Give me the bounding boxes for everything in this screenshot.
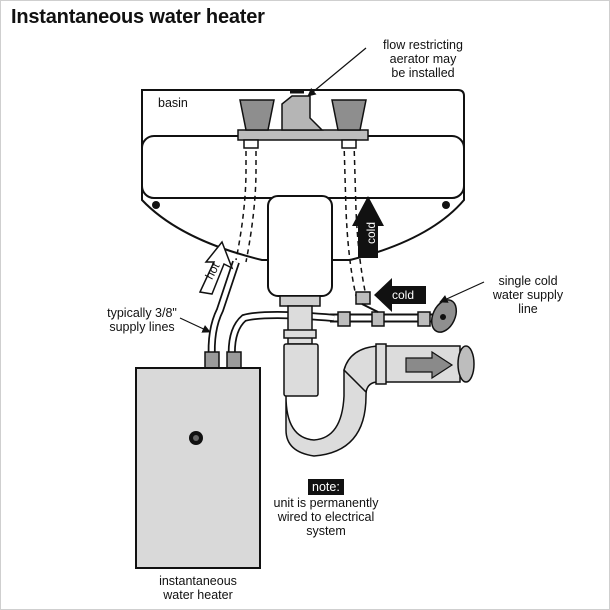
drain-tailpiece bbox=[267, 195, 333, 297]
heater-caption-line-1: instantaneous bbox=[159, 574, 237, 588]
faucet bbox=[237, 90, 369, 141]
aerator-line-1: flow restricting bbox=[383, 38, 463, 52]
mounting-hole-right bbox=[442, 201, 450, 209]
cold-supply-line-3: line bbox=[518, 302, 538, 316]
cold-riser-label: cold bbox=[364, 221, 379, 245]
supply-lines-line-2: supply lines bbox=[109, 320, 175, 334]
mounting-hole-left bbox=[152, 201, 160, 209]
aerator-callout: flow restricting aerator may be installe… bbox=[368, 38, 478, 80]
cold-supply-callout: single cold water supply line bbox=[478, 274, 578, 316]
cold-riser-arrow-icon bbox=[352, 196, 384, 258]
shutoff-valve-icon bbox=[430, 299, 458, 333]
cold-inlet-label: cold bbox=[392, 288, 415, 302]
cold-supply-line-1: single cold bbox=[498, 274, 558, 288]
supply-lines-callout: typically 3/8" supply lines bbox=[94, 306, 190, 334]
note-text: unit is permanently wired to electrical … bbox=[264, 496, 388, 538]
drain-flow-arrow-icon bbox=[405, 350, 454, 380]
leader-lines bbox=[179, 47, 485, 333]
note-line-3: system bbox=[306, 524, 346, 538]
faucet-supply-tubes bbox=[235, 139, 367, 297]
cold-supply-line-2: water supply bbox=[492, 288, 564, 302]
aerator-line-2: aerator may bbox=[389, 52, 457, 66]
water-heater-unit bbox=[135, 367, 261, 569]
basin-label: basin bbox=[158, 96, 188, 110]
note-line-2: wired to electrical bbox=[277, 510, 375, 524]
supply-lines-line-1: typically 3/8" bbox=[107, 306, 177, 320]
aerator-line-3: be installed bbox=[391, 66, 455, 80]
hot-supply-line bbox=[204, 260, 242, 369]
note-line-1: unit is permanently bbox=[273, 496, 379, 510]
spout-icon bbox=[281, 95, 324, 131]
cold-inlet-arrow-icon bbox=[374, 278, 426, 312]
cold-handle-icon bbox=[331, 99, 367, 131]
page-title: Instantaneous water heater bbox=[11, 6, 265, 28]
heater-caption: instantaneous water heater bbox=[144, 574, 252, 602]
note-badge: note: bbox=[308, 479, 344, 495]
heater-caption-line-2: water heater bbox=[163, 588, 233, 602]
hot-handle-icon bbox=[239, 99, 275, 131]
basin bbox=[141, 89, 465, 261]
hot-flow-arrow-icon bbox=[198, 240, 234, 295]
